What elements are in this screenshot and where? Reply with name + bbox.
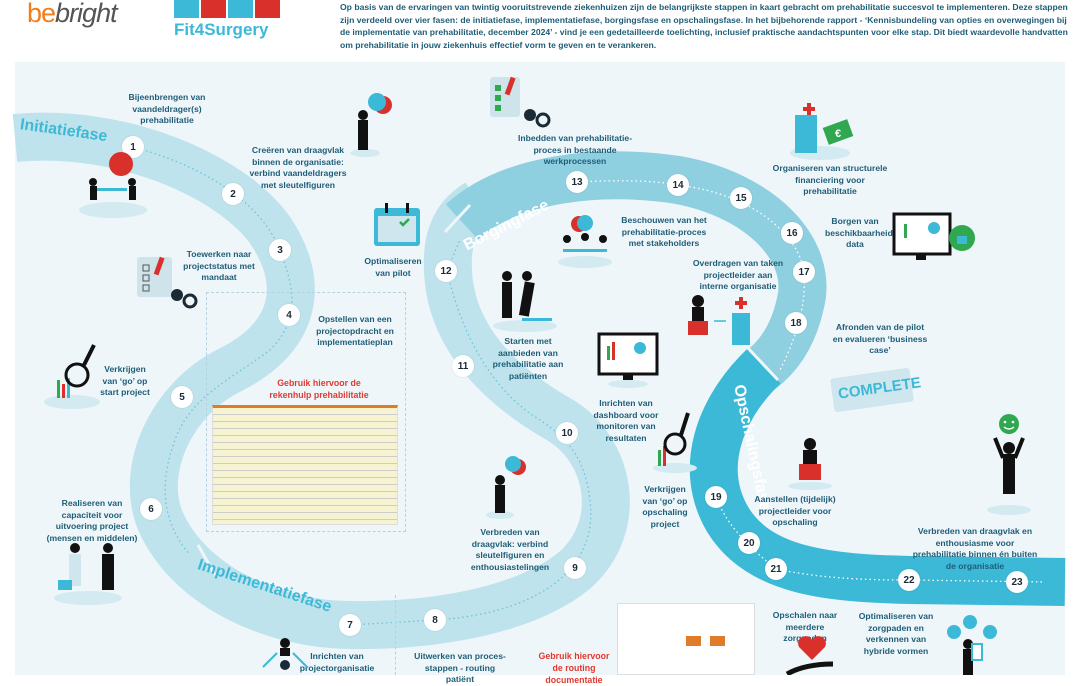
step-number: 10 bbox=[556, 422, 578, 444]
project-leader-icon bbox=[788, 438, 832, 490]
handover-icon bbox=[688, 295, 750, 345]
step-label: Inrichten van projectorganisatie bbox=[299, 651, 375, 673]
step-number: 23 bbox=[1006, 571, 1028, 593]
magnifier-chart-icon bbox=[44, 344, 100, 409]
bebright-logo: bebright bbox=[27, 0, 118, 28]
step-number: 11 bbox=[452, 355, 474, 377]
step-number: 5 bbox=[171, 386, 193, 408]
person-speech-icon bbox=[350, 93, 392, 157]
svg-text:€: € bbox=[835, 128, 841, 140]
road-opschaling bbox=[689, 348, 1066, 606]
checklist-gears-icon bbox=[137, 256, 198, 309]
step-label: Aanstellen (tijdelijk) projectleider voo… bbox=[754, 494, 836, 527]
step-number: 2 bbox=[222, 183, 244, 205]
step-number: 18 bbox=[785, 312, 807, 334]
magnifier-chart-icon bbox=[653, 412, 697, 473]
dashboard-monitor-icon bbox=[597, 332, 659, 388]
heart-hand-icon bbox=[785, 636, 834, 675]
meeting-icon bbox=[79, 152, 147, 218]
step-number: 22 bbox=[898, 569, 920, 591]
exercise-icon bbox=[493, 271, 557, 332]
step-label: Realiseren van capaciteit voor uitvoerin… bbox=[46, 498, 138, 543]
step-number: 3 bbox=[269, 239, 291, 261]
hybrid-care-icon bbox=[947, 615, 997, 675]
step-label: Bijeenbrengen van vaandeldrager(s) preha… bbox=[128, 92, 206, 125]
step-label: Verkrijgen van ‘go’ op opschaling projec… bbox=[642, 484, 688, 529]
step-label: Uitwerken van proces-stappen - routing p… bbox=[414, 651, 506, 684]
step-label: Inrichten van dashboard voor monitoren v… bbox=[593, 398, 659, 443]
step-label: Afronden van de pilot en evalueren ‘busi… bbox=[832, 322, 928, 355]
step-number: 17 bbox=[793, 261, 815, 283]
step-label: Optimaliseren van pilot bbox=[364, 256, 422, 278]
fit4surgery-logo: Fit4Surgery bbox=[174, 0, 280, 42]
step-number: 13 bbox=[566, 171, 588, 193]
step-label: Opstellen van een projectopdracht en imp… bbox=[316, 314, 394, 347]
step-number: 14 bbox=[667, 174, 689, 196]
happy-person-icon bbox=[987, 414, 1031, 515]
step-number: 15 bbox=[730, 187, 752, 209]
doctor-handshake-icon bbox=[54, 543, 122, 605]
person-speech-icon bbox=[486, 456, 526, 519]
step-number: 16 bbox=[781, 222, 803, 244]
note-frame bbox=[206, 292, 406, 532]
step-label: Inbedden van prehabilitatie-proces in be… bbox=[517, 133, 633, 166]
step-number: 20 bbox=[738, 532, 760, 554]
checklist-gears-icon bbox=[490, 76, 551, 128]
data-security-icon bbox=[892, 212, 975, 260]
intro-text: Op basis van de ervaringen van twintig v… bbox=[340, 2, 1068, 50]
step-label: Verbreden van draagvlak: verbind sleutel… bbox=[470, 527, 550, 572]
hospital-financing-icon: € bbox=[790, 103, 854, 160]
step-number: 9 bbox=[564, 557, 586, 579]
step-number: 7 bbox=[339, 614, 361, 636]
step-number: 19 bbox=[705, 486, 727, 508]
rekenhulp-note: Gebruik hiervoor de rekenhulp prehabilit… bbox=[269, 378, 369, 400]
step-label: Borgen van beschikbaarheid data bbox=[825, 216, 893, 249]
step-label: Creëren van draagvlak binnen de organisa… bbox=[249, 145, 347, 190]
step-label: Verbreden van draagvlak en enthousiasme … bbox=[912, 526, 1038, 571]
step-label: Beschouwen van het prehabilitatie-proces… bbox=[621, 215, 707, 248]
step-number: 4 bbox=[278, 304, 300, 326]
step-label: Verkrijgen van ‘go’ op start project bbox=[100, 364, 150, 397]
rekenhulp-spreadsheet-image bbox=[212, 405, 398, 525]
step-label: Overdragen van taken projectleider aan i… bbox=[692, 258, 784, 291]
step-label: Optimaliseren van zorgpaden en verkennen… bbox=[858, 611, 934, 656]
step-number: 1 bbox=[122, 136, 144, 158]
step-label: Organiseren van structurele financiering… bbox=[772, 163, 888, 196]
routing-document-image bbox=[617, 603, 755, 675]
step-number: 12 bbox=[435, 260, 457, 282]
step-number: 8 bbox=[424, 609, 446, 631]
note-frame bbox=[395, 595, 405, 675]
step-label: Toewerken naar projectstatus met mandaat bbox=[183, 249, 255, 282]
routing-note: Gebruik hiervoor de routing documentatie bbox=[538, 651, 610, 685]
step-label: Starten met aanbieden van prehabilitatie… bbox=[492, 336, 564, 381]
stakeholder-meeting-icon bbox=[558, 215, 612, 268]
project-organisation-icon bbox=[262, 638, 308, 670]
step-number: 21 bbox=[765, 558, 787, 580]
calendar-icon bbox=[374, 203, 420, 246]
step-number: 6 bbox=[140, 498, 162, 520]
